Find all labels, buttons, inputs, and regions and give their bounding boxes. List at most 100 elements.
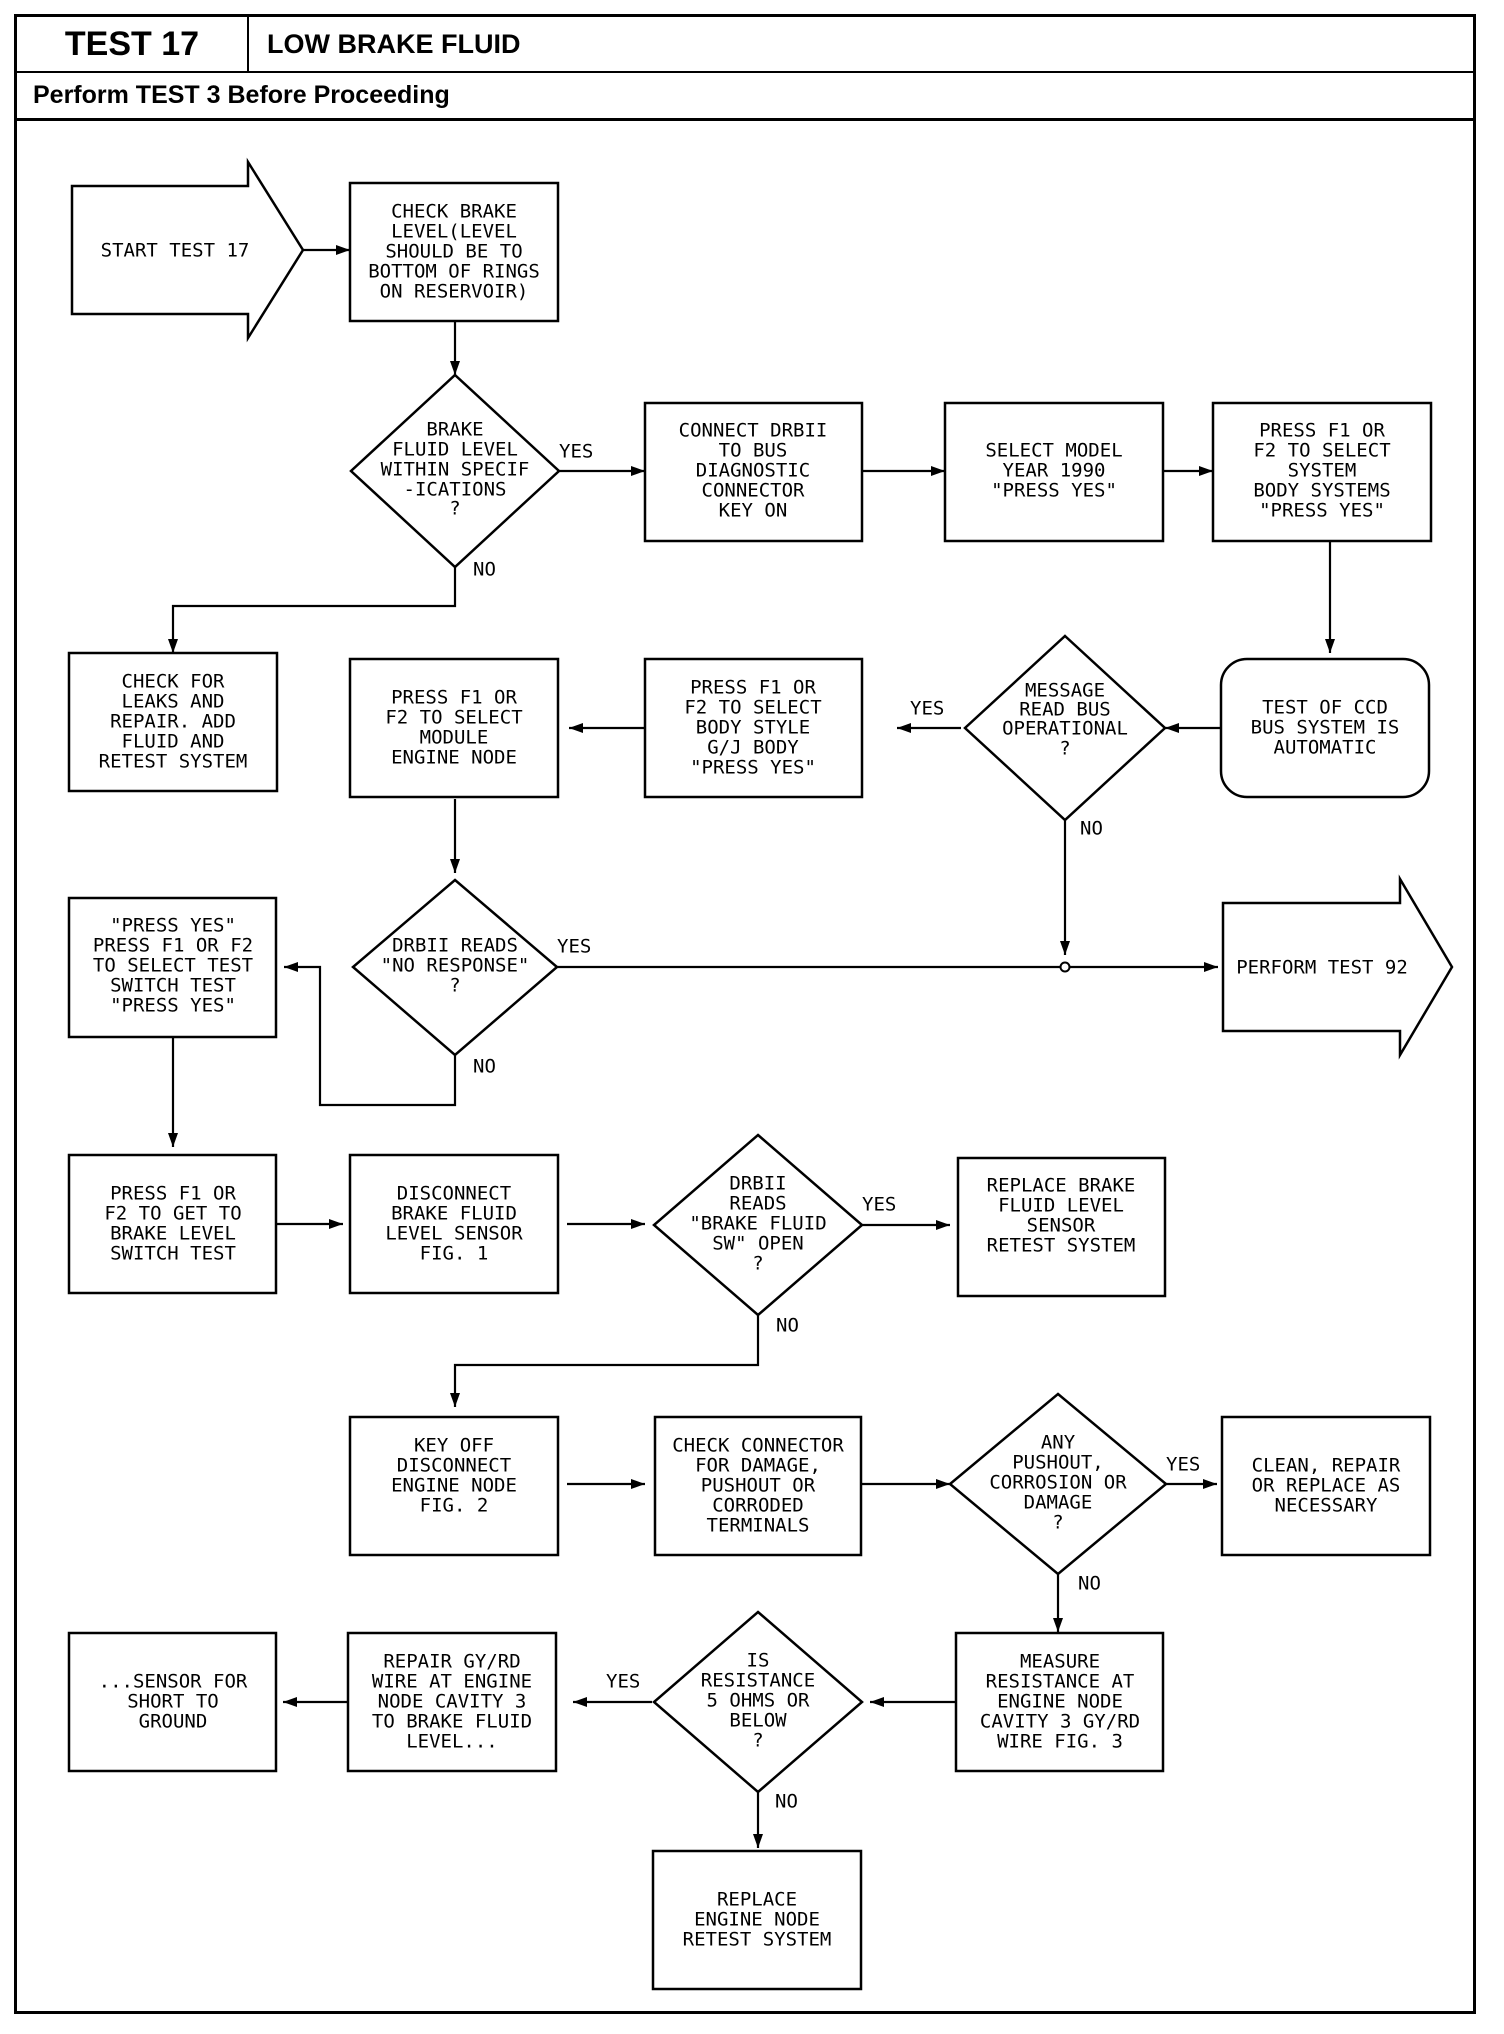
svg-text:ENGINE NODE: ENGINE NODE	[694, 1909, 820, 1931]
svg-text:FLUID LEVEL: FLUID LEVEL	[998, 1195, 1124, 1217]
start-label: START TEST 17	[101, 240, 250, 262]
svg-text:READ BUS: READ BUS	[1019, 699, 1111, 721]
svg-text:?: ?	[1059, 738, 1070, 760]
no-label: NO	[473, 1056, 496, 1078]
svg-text:G/J BODY: G/J BODY	[707, 737, 799, 759]
sensor-short-box: ...SENSOR FOR SHORT TO GROUND	[67, 1631, 278, 1773]
no-response-decision: DRBII READS "NO RESPONSE" ?	[351, 878, 559, 1057]
svg-text:SW" OPEN: SW" OPEN	[712, 1233, 804, 1255]
svg-text:BODY SYSTEMS: BODY SYSTEMS	[1253, 480, 1390, 502]
key-off-disconnect-box: KEY OFF DISCONNECT ENGINE NODE FIG. 2	[348, 1415, 560, 1557]
yes-label: YES	[557, 936, 591, 958]
svg-text:AUTOMATIC: AUTOMATIC	[1274, 737, 1377, 759]
svg-text:RETEST SYSTEM: RETEST SYSTEM	[987, 1235, 1136, 1257]
pushout-corrosion-decision: ANY PUSHOUT, CORROSION OR DAMAGE ?	[948, 1392, 1168, 1576]
svg-text:CHECK BRAKE: CHECK BRAKE	[391, 201, 517, 223]
disconnect-sensor-box: DISCONNECT BRAKE FLUID LEVEL SENSOR FIG.…	[348, 1153, 560, 1295]
switch-open-decision: DRBII READS "BRAKE FLUID SW" OPEN ?	[652, 1133, 864, 1317]
svg-text:READS: READS	[729, 1193, 786, 1215]
svg-text:GROUND: GROUND	[139, 1711, 208, 1733]
svg-text:WITHIN SPECIF: WITHIN SPECIF	[381, 459, 530, 481]
svg-text:YEAR 1990: YEAR 1990	[1003, 460, 1106, 482]
replace-sensor-box: REPLACE BRAKE FLUID LEVEL SENSOR RETEST …	[956, 1156, 1167, 1298]
yes-label: YES	[559, 441, 593, 463]
svg-text:SWITCH TEST: SWITCH TEST	[110, 975, 236, 997]
svg-text:SHOULD BE TO: SHOULD BE TO	[385, 241, 522, 263]
svg-text:OPERATIONAL: OPERATIONAL	[1002, 718, 1128, 740]
bus-operational-decision: MESSAGE READ BUS OPERATIONAL ?	[963, 634, 1167, 822]
yes-label: YES	[1166, 1454, 1200, 1476]
svg-text:TEST OF CCD: TEST OF CCD	[1262, 697, 1388, 719]
repair-wire-box: REPAIR GY/RD WIRE AT ENGINE NODE CAVITY …	[346, 1631, 558, 1773]
svg-text:TO BRAKE FLUID: TO BRAKE FLUID	[372, 1711, 532, 1733]
svg-text:"PRESS YES": "PRESS YES"	[1259, 500, 1385, 522]
svg-text:"BRAKE FLUID: "BRAKE FLUID	[689, 1213, 826, 1235]
svg-text:FIG. 2: FIG. 2	[420, 1495, 489, 1517]
svg-text:REPLACE: REPLACE	[717, 1889, 797, 1911]
svg-text:MODULE: MODULE	[420, 727, 489, 749]
svg-text:ENGINE NODE: ENGINE NODE	[391, 1475, 517, 1497]
svg-text:FOR DAMAGE,: FOR DAMAGE,	[695, 1455, 821, 1477]
svg-text:RETEST SYSTEM: RETEST SYSTEM	[99, 751, 248, 773]
svg-text:TERMINALS: TERMINALS	[707, 1515, 810, 1537]
no-label: NO	[1080, 818, 1103, 840]
svg-text:BRAKE: BRAKE	[426, 419, 483, 441]
svg-text:SYSTEM: SYSTEM	[1288, 460, 1357, 482]
svg-text:"NO RESPONSE": "NO RESPONSE"	[381, 955, 530, 977]
svg-text:RESISTANCE: RESISTANCE	[701, 1670, 815, 1692]
svg-text:MEASURE: MEASURE	[1020, 1651, 1100, 1673]
svg-text:CORRODED: CORRODED	[712, 1495, 804, 1517]
svg-text:BODY STYLE: BODY STYLE	[696, 717, 810, 739]
svg-text:BELOW: BELOW	[729, 1710, 787, 1732]
svg-text:RESISTANCE AT: RESISTANCE AT	[986, 1671, 1135, 1693]
start-arrow: START TEST 17	[70, 157, 305, 343]
svg-text:DIAGNOSTIC: DIAGNOSTIC	[696, 460, 810, 482]
svg-text:CORROSION OR: CORROSION OR	[989, 1472, 1127, 1494]
connect-drbii-box: CONNECT DRBII TO BUS DIAGNOSTIC CONNECTO…	[643, 401, 864, 543]
svg-text:BOTTOM OF RINGS: BOTTOM OF RINGS	[368, 261, 540, 283]
svg-text:"PRESS YES": "PRESS YES"	[690, 757, 816, 779]
brake-level-switch-test-box: PRESS F1 OR F2 TO GET TO BRAKE LEVEL SWI…	[67, 1153, 278, 1295]
resistance-decision: IS RESISTANCE 5 OHMS OR BELOW ?	[652, 1610, 864, 1794]
svg-text:LEVEL(LEVEL: LEVEL(LEVEL	[391, 221, 517, 243]
svg-text:WIRE FIG. 3: WIRE FIG. 3	[997, 1731, 1123, 1753]
svg-text:CLEAN, REPAIR: CLEAN, REPAIR	[1252, 1455, 1401, 1477]
clean-repair-box: CLEAN, REPAIR OR REPLACE AS NECESSARY	[1220, 1415, 1432, 1557]
svg-text:WIRE AT ENGINE: WIRE AT ENGINE	[372, 1671, 532, 1693]
svg-text:PUSHOUT,: PUSHOUT,	[1012, 1452, 1104, 1474]
svg-text:SHORT TO: SHORT TO	[127, 1691, 219, 1713]
svg-text:BUS SYSTEM IS: BUS SYSTEM IS	[1251, 717, 1400, 739]
svg-text:?: ?	[1052, 1512, 1063, 1534]
prerequisite-note: Perform TEST 3 Before Proceeding	[17, 73, 1473, 121]
svg-text:"PRESS YES": "PRESS YES"	[110, 995, 236, 1017]
svg-text:CONNECTOR: CONNECTOR	[702, 480, 806, 502]
svg-text:F2 TO SELECT: F2 TO SELECT	[684, 697, 821, 719]
svg-text:LEVEL SENSOR: LEVEL SENSOR	[385, 1223, 523, 1245]
yes-label: YES	[910, 698, 944, 720]
no-label: NO	[473, 559, 496, 581]
svg-text:ANY: ANY	[1041, 1432, 1076, 1454]
svg-text:PRESS F1 OR: PRESS F1 OR	[110, 1183, 236, 1205]
svg-text:FLUID AND: FLUID AND	[122, 731, 225, 753]
arrowheads	[168, 245, 1335, 1848]
page-frame: TEST 17 LOW BRAKE FLUID Perform TEST 3 B…	[14, 14, 1476, 2014]
svg-text:KEY ON: KEY ON	[719, 500, 788, 522]
check-connector-box: CHECK CONNECTOR FOR DAMAGE, PUSHOUT OR C…	[653, 1415, 863, 1557]
svg-text:"PRESS YES": "PRESS YES"	[110, 915, 236, 937]
replace-engine-node-box: REPLACE ENGINE NODE RETEST SYSTEM	[651, 1849, 863, 1991]
svg-text:MESSAGE: MESSAGE	[1025, 680, 1105, 702]
svg-text:LEVEL...: LEVEL...	[406, 1731, 498, 1753]
svg-text:...SENSOR FOR: ...SENSOR FOR	[99, 1671, 248, 1693]
svg-text:CHECK CONNECTOR: CHECK CONNECTOR	[672, 1435, 844, 1457]
svg-text:KEY OFF: KEY OFF	[414, 1435, 494, 1457]
svg-text:FIG. 1: FIG. 1	[420, 1243, 489, 1265]
svg-text:PRESS F1 OR F2: PRESS F1 OR F2	[93, 935, 253, 957]
svg-text:PRESS F1 OR: PRESS F1 OR	[1259, 420, 1385, 442]
svg-text:F2 TO SELECT: F2 TO SELECT	[385, 707, 522, 729]
ccd-bus-test-box: TEST OF CCD BUS SYSTEM IS AUTOMATIC	[1219, 657, 1431, 799]
svg-text:DAMAGE: DAMAGE	[1024, 1492, 1093, 1514]
check-brake-level-box: CHECK BRAKE LEVEL(LEVEL SHOULD BE TO BOT…	[348, 181, 560, 323]
svg-text:LEAKS AND: LEAKS AND	[122, 691, 225, 713]
svg-text:SENSOR: SENSOR	[1027, 1215, 1096, 1237]
